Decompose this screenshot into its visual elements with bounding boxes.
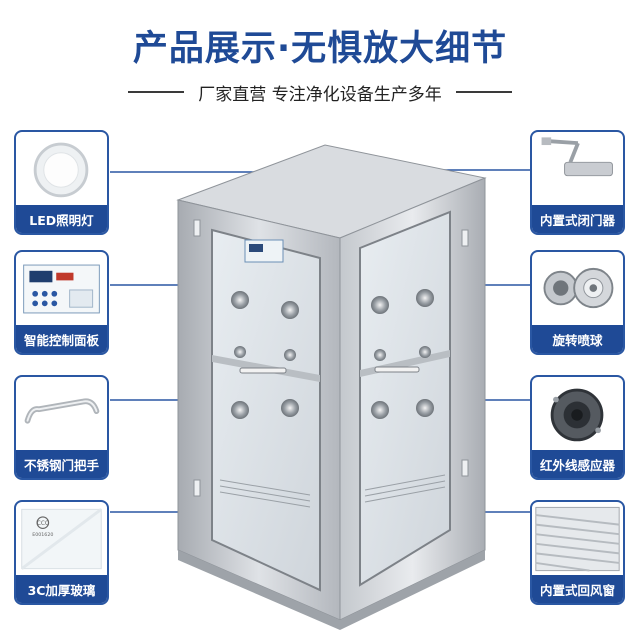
door-handle-icon: [16, 377, 107, 451]
feature-card-led: LED照明灯: [14, 130, 109, 235]
subtitle-row: 厂家直营 专注净化设备生产多年: [0, 80, 640, 105]
feature-card-nozzle: 旋转喷球: [530, 250, 625, 355]
feature-label: 不锈钢门把手: [16, 450, 107, 478]
feature-card-control-panel: 智能控制面板: [14, 250, 109, 355]
feature-card-glass: CCC E001620 3C加厚玻璃: [14, 500, 109, 605]
feature-label: 内置式闭门器: [532, 205, 623, 233]
air-shower-product-image: [176, 144, 487, 630]
page-title: 产品展示·无惧放大细节: [132, 29, 508, 69]
return-air-window-icon: [532, 502, 623, 576]
feature-label: 红外线感应器: [532, 450, 623, 478]
nozzle-icon: [532, 252, 623, 326]
infrared-sensor-icon: [532, 377, 623, 451]
feature-card-door-closer: 内置式闭门器: [530, 130, 625, 235]
glass-mark: E001620: [32, 532, 53, 538]
page-subtitle: 厂家直营 专注净化设备生产多年: [198, 84, 442, 105]
feature-card-infrared-sensor: 红外线感应器: [530, 375, 625, 480]
feature-card-door-handle: 不锈钢门把手: [14, 375, 109, 480]
door-closer-icon: [532, 132, 623, 206]
feature-label: 3C加厚玻璃: [16, 575, 107, 603]
control-panel-icon: [16, 252, 107, 326]
feature-label: 智能控制面板: [16, 325, 107, 353]
feature-label: LED照明灯: [16, 205, 107, 233]
led-light-icon: [16, 132, 107, 206]
feature-label: 内置式回风窗: [532, 575, 623, 603]
feature-card-return-air-window: 内置式回风窗: [530, 500, 625, 605]
svg-text:CCC: CCC: [37, 521, 49, 527]
subtitle-right-line: [455, 91, 512, 93]
glass-icon: CCC E001620: [16, 502, 107, 576]
subtitle-left-line: [128, 91, 185, 93]
feature-label: 旋转喷球: [532, 325, 623, 353]
